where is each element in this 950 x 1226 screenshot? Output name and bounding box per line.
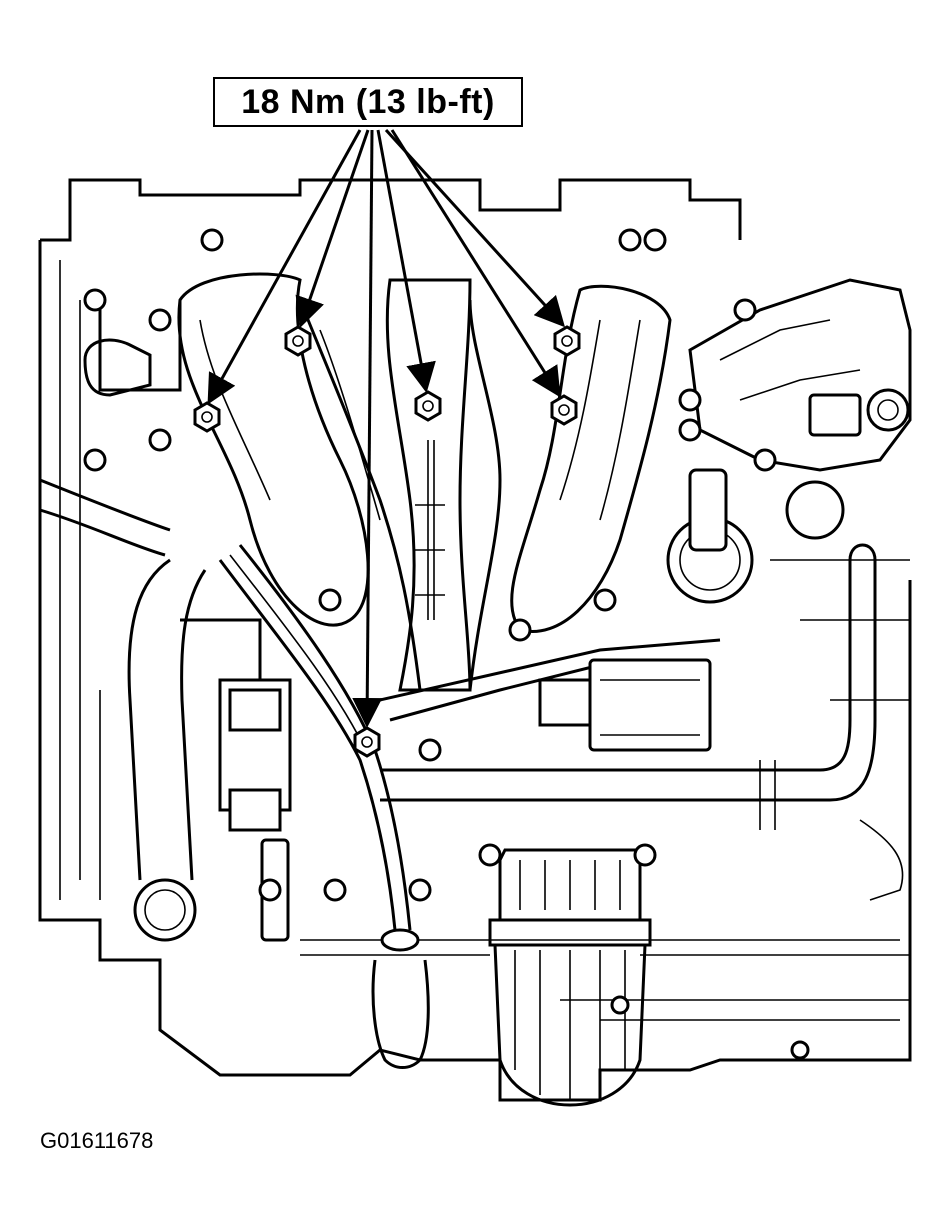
manifold-nut-4 (553, 325, 581, 357)
throttle-body (688, 278, 912, 472)
intake-manifold (177, 272, 721, 722)
torque-callout: 18 Nm (13 lb-ft) (213, 77, 523, 127)
manifold-nut-5 (550, 394, 578, 426)
thermostat-housing (83, 300, 197, 942)
manifold-nut-6 (353, 726, 381, 758)
coolant-hose-left (39, 478, 207, 881)
arrow-to-nut-2 (295, 129, 370, 328)
control-module (538, 658, 712, 752)
torque-label: 18 Nm (13 lb-ft) (241, 82, 495, 121)
water-pump (180, 618, 292, 942)
center-rib (415, 440, 445, 620)
arrow-to-nut-3 (376, 129, 436, 393)
manifold-nuts (193, 325, 581, 758)
figure-id: G01611678 (40, 1128, 154, 1153)
arrow-to-nut-4 (384, 128, 566, 328)
manifold-nut-2 (284, 325, 312, 357)
tube-lower-right (380, 543, 877, 830)
callout-arrows (207, 128, 566, 728)
engine-bolts (83, 228, 810, 1060)
egr-valve (666, 468, 845, 604)
manifold-nut-1 (193, 401, 221, 433)
oil-filter (488, 848, 652, 1107)
arrow-to-nut-6 (352, 129, 383, 728)
drain-fitting (371, 928, 430, 1069)
arrow-to-nut-1 (207, 129, 362, 405)
arrow-to-nut-5 (390, 129, 561, 398)
manifold-nut-3 (414, 390, 442, 422)
